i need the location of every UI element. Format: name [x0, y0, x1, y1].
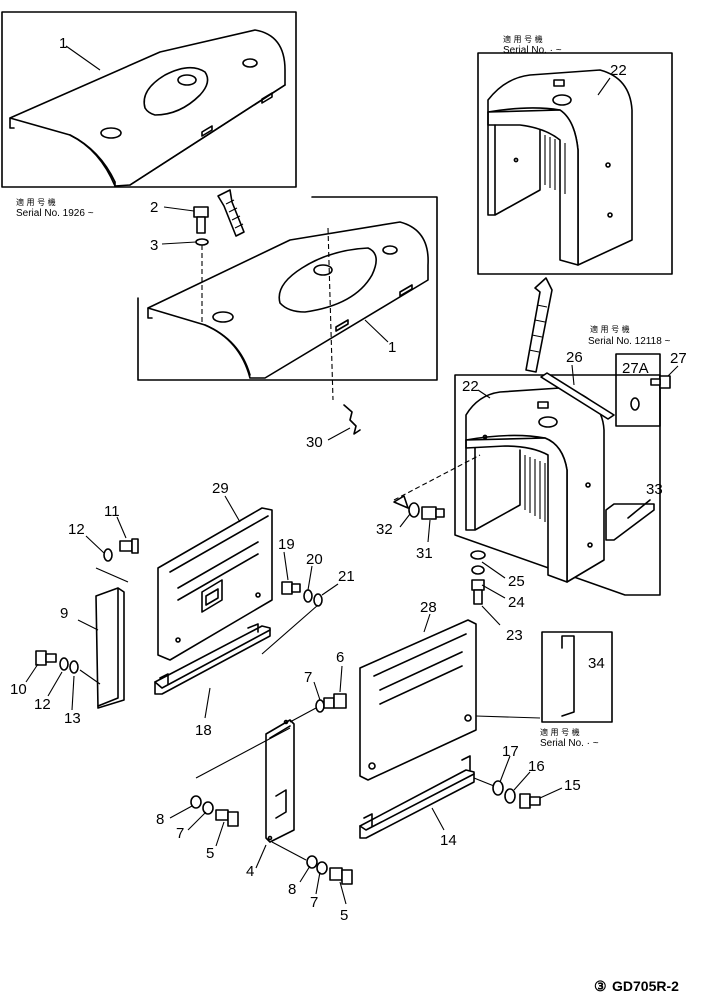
spring-30 [327, 227, 361, 441]
strip-9 [77, 587, 125, 709]
fasteners-19-20-21 [261, 551, 339, 655]
part-number-label: 15 [564, 777, 581, 794]
serial-jp-label: 適 用 号 機 [16, 197, 56, 207]
serial-box-27a [615, 353, 661, 427]
part-number-label: 27A [622, 360, 649, 377]
part-number-label: 28 [420, 599, 437, 616]
hood-cover-1 [137, 196, 438, 381]
part-number-label: 29 [212, 480, 229, 497]
drawing-code: GD705R-2 [612, 978, 679, 994]
part-number-label: 32 [376, 521, 393, 538]
part-number-label: 3 [150, 237, 158, 254]
part-number-label: 31 [416, 545, 433, 562]
part-number-label: 10 [10, 681, 27, 698]
fasteners-5-7-8-left [169, 795, 239, 847]
fasteners-5-7-8-bottom [271, 841, 353, 905]
fasteners-10-12-13 [25, 650, 101, 711]
part-number-label: 20 [306, 551, 323, 568]
part-number-label: 5 [340, 907, 348, 924]
part-number-label: 14 [440, 832, 457, 849]
part-number-label: 9 [60, 605, 68, 622]
fasteners-23-24-25 [470, 550, 506, 626]
side-panel-28 [359, 613, 541, 781]
part-number-label: 5 [206, 845, 214, 862]
serial-22-label: Serial No. · ~ [503, 45, 562, 56]
inset-cover-1926 [1, 11, 297, 188]
strip-26 [540, 364, 615, 420]
serial-jp-label: 適 用 号 機 [590, 324, 630, 334]
part-number-label: 12 [68, 521, 85, 538]
serial-jp-label: 適 用 号 機 [503, 34, 543, 44]
hatched-arrow-icon [217, 189, 245, 237]
part-number-label: 19 [278, 536, 295, 553]
part-number-label: 6 [336, 649, 344, 666]
part-number-label: 30 [306, 434, 323, 451]
hatched-arrow-icon [525, 277, 553, 373]
part-number-label: 22 [462, 378, 479, 395]
part-number-label: 1 [388, 339, 396, 356]
part-number-label: 17 [502, 743, 519, 760]
part-number-label: 21 [338, 568, 355, 585]
part-number-label: 11 [104, 503, 120, 520]
plate-4 [195, 719, 295, 869]
fasteners-6-7 [289, 665, 347, 723]
bracket-18 [154, 623, 271, 719]
fasteners-15-16-17 [473, 755, 563, 809]
part-number-label: 23 [506, 627, 523, 644]
drawing-code-prefix: ③ [594, 978, 607, 994]
part-number-label: 1 [59, 35, 67, 52]
part-number-label: 7 [304, 669, 312, 686]
serial-34-label: Serial No. · ~ [540, 738, 599, 749]
part-number-label: 24 [508, 594, 525, 611]
part-number-label: 27 [670, 350, 687, 367]
grille-22 [454, 374, 661, 596]
part-number-label: 7 [310, 894, 318, 911]
fasteners-31-32 [393, 454, 481, 543]
part-number-label: 34 [588, 655, 605, 672]
serial-1926-label: Serial No. 1926 ~ [16, 208, 94, 219]
part-number-label: 13 [64, 710, 81, 727]
part-number-label: 33 [646, 481, 663, 498]
part-number-label: 12 [34, 696, 51, 713]
part-number-label: 26 [566, 349, 583, 366]
side-panel-29 [157, 495, 273, 661]
part-number-label: 2 [150, 199, 158, 216]
part-number-label: 25 [508, 573, 525, 590]
strip-33 [605, 499, 655, 541]
serial-12118-label: Serial No. 12118 ~ [588, 336, 671, 347]
serial-jp-label: 適 用 号 機 [540, 727, 580, 737]
inset-grille-22 [477, 52, 673, 275]
part-number-label: 8 [288, 881, 296, 898]
bracket-14 [359, 755, 475, 839]
part-number-label: 22 [610, 62, 627, 79]
part-number-label: 8 [156, 811, 164, 828]
part-number-label: 4 [246, 863, 254, 880]
part-number-label: 16 [528, 758, 545, 775]
bolt-27 [650, 365, 679, 389]
bolt-2 [161, 206, 209, 325]
part-number-label: 18 [195, 722, 212, 739]
rod-34 [561, 635, 575, 717]
serial-box-34 [541, 631, 613, 723]
part-number-label: 7 [176, 825, 184, 842]
fasteners-11-12 [85, 516, 139, 583]
washer-27a [630, 397, 640, 411]
